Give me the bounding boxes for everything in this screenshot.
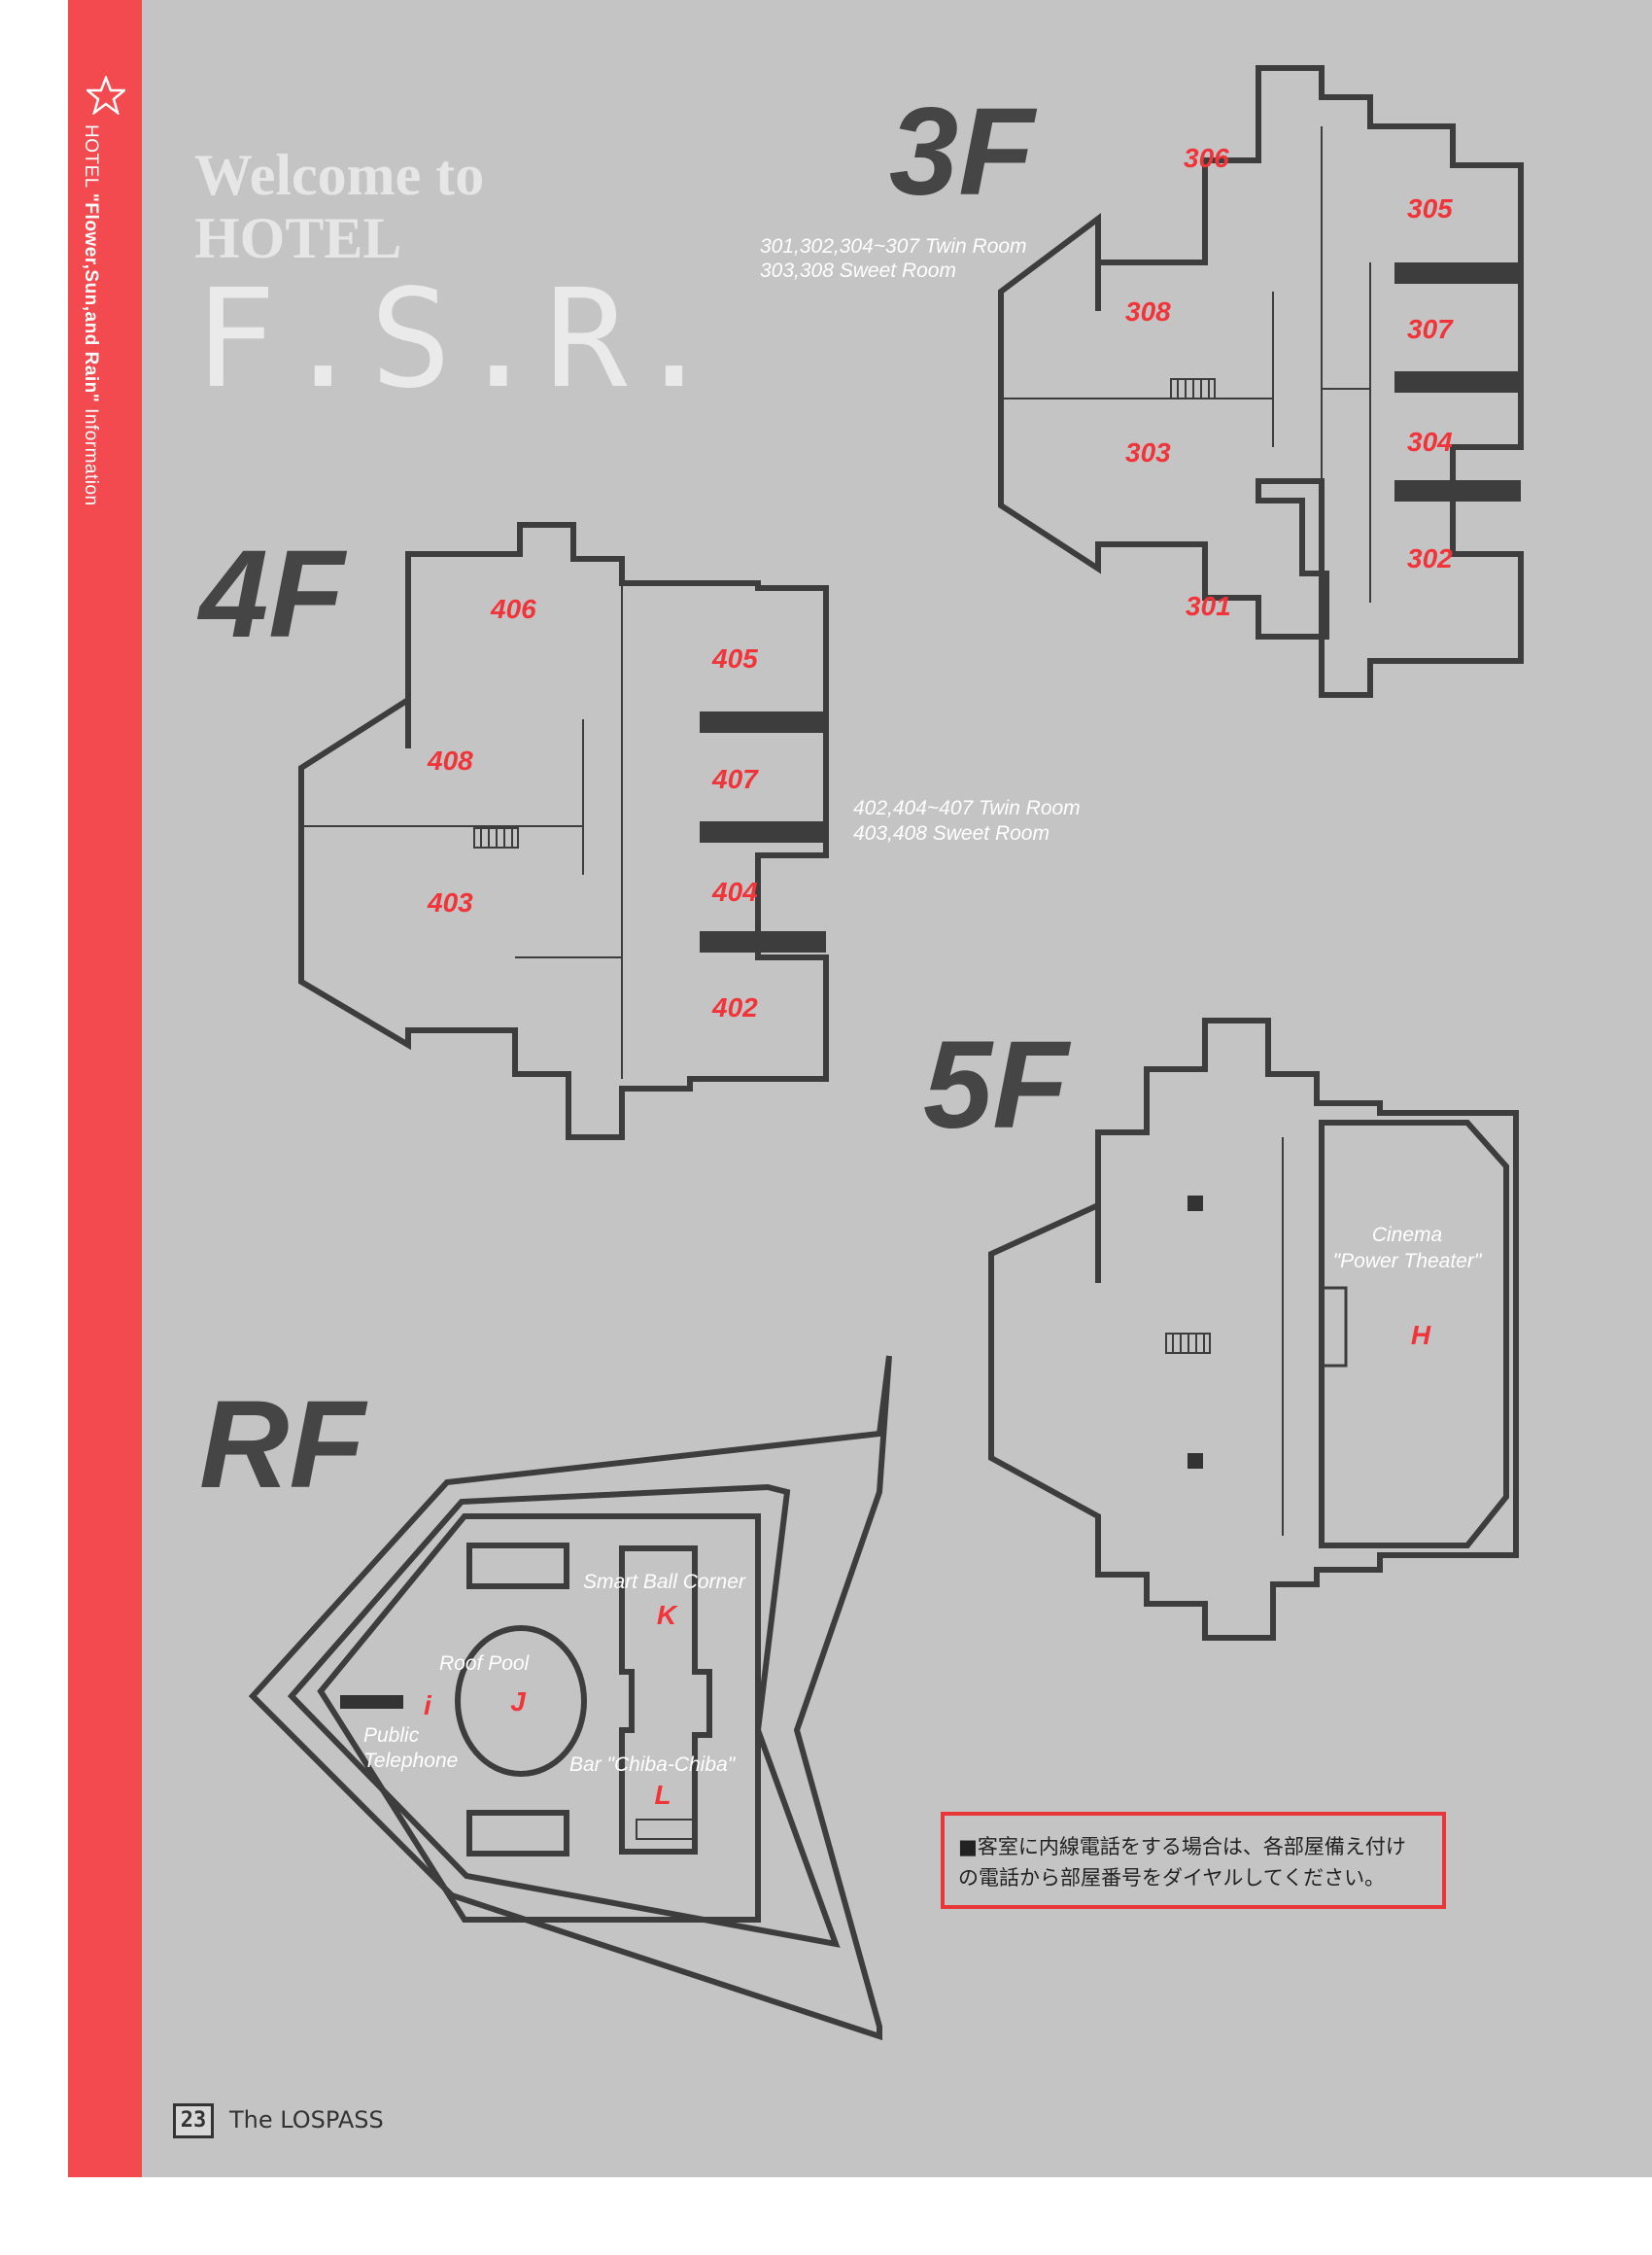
floor-5f-label: 5F xyxy=(923,1016,1071,1155)
room-303: 303 xyxy=(1125,437,1171,468)
roof-pool xyxy=(455,1625,587,1777)
room-308: 308 xyxy=(1125,296,1171,327)
title-welcome: Welcome to xyxy=(194,143,485,207)
floor-5f-plan: 5F Cinema "Power Theater" H xyxy=(923,1016,1519,1641)
theater-pillar xyxy=(1320,1286,1348,1368)
sidebar-caption: HOTEL "Flower,Sun,and Rain" Information xyxy=(81,124,101,506)
room-408: 408 xyxy=(427,746,473,776)
public-label: Public xyxy=(363,1724,420,1747)
floor-3f-label: 3F xyxy=(889,83,1037,222)
room-405: 405 xyxy=(711,643,758,674)
smart-ball-label: Smart Ball Corner xyxy=(583,1571,746,1593)
dividers-4f xyxy=(700,711,826,953)
floor-rf-label: RF xyxy=(199,1375,367,1514)
room-307: 307 xyxy=(1407,314,1454,344)
marker-i: i xyxy=(424,1690,432,1720)
floor-4f-plan: 4F 406 405 408 407 403 404 402 402,404~4… xyxy=(196,522,1081,1140)
page-number: 23 xyxy=(173,2103,214,2138)
divider xyxy=(700,931,826,953)
room-304: 304 xyxy=(1407,427,1453,457)
marker-l: L xyxy=(654,1780,671,1810)
room-404: 404 xyxy=(711,877,758,907)
room-406: 406 xyxy=(490,594,536,624)
rf-bench xyxy=(466,1543,569,1589)
stairs-icon xyxy=(473,827,519,849)
marker-h: H xyxy=(1411,1320,1431,1350)
room-403: 403 xyxy=(427,887,473,918)
rf-bench xyxy=(466,1810,569,1856)
bar-counter xyxy=(636,1819,696,1840)
floor-4f-label: 4F xyxy=(196,525,347,664)
roof-pool-label: Roof Pool xyxy=(439,1652,531,1675)
marker-k: K xyxy=(657,1600,678,1630)
notice-line-1: ■客室に内線電話をする場合は、各部屋備え付け xyxy=(958,1835,1406,1858)
divider xyxy=(700,821,826,843)
public-telephone-icon xyxy=(340,1695,403,1709)
room-407: 407 xyxy=(711,764,759,794)
room-402: 402 xyxy=(711,992,758,1023)
publication-title: The LOSPASS xyxy=(229,2106,384,2134)
floor-3f-note-twin: 301,302,304~307 Twin Room xyxy=(760,235,1027,258)
floor-3f-note-sweet: 303,308 Sweet Room xyxy=(760,260,956,282)
cinema-label: Cinema xyxy=(1372,1224,1442,1246)
stairs-icon xyxy=(1165,1333,1211,1354)
room-306: 306 xyxy=(1184,143,1229,173)
floor-4f-note-sweet: 403,408 Sweet Room xyxy=(853,822,1050,845)
pillar xyxy=(1187,1453,1203,1469)
divider xyxy=(700,711,826,733)
bar-label: Bar "Chiba-Chiba" xyxy=(569,1753,737,1776)
notice-line-2: の電話から部屋番号をダイヤルしてください。 xyxy=(958,1866,1386,1890)
room-301: 301 xyxy=(1186,591,1231,621)
title-hotel: HOTEL xyxy=(194,206,402,270)
divider xyxy=(1394,371,1521,393)
floor-rf-plan: RF Smart Ball Corner K Roof Pool J i Pub… xyxy=(199,1355,892,2041)
cinema-name: "Power Theater" xyxy=(1333,1250,1483,1272)
phone-notice: ■客室に内線電話をする場合は、各部屋備え付け の電話から部屋番号をダイヤルしてく… xyxy=(941,1812,1446,1909)
stairs-icon xyxy=(1170,378,1216,399)
sidebar-strip: HOTEL "Flower,Sun,and Rain" Information xyxy=(68,0,142,2177)
dividers-3f xyxy=(1001,262,1521,603)
title-fsr-logo: F.S.R. xyxy=(194,260,721,419)
divider xyxy=(1394,480,1521,502)
floor-3f-plan: 3F 306 305 308 307 303 304 302 301 301,3… xyxy=(760,65,1524,698)
pillar xyxy=(1187,1196,1203,1211)
telephone-label: Telephone xyxy=(363,1750,458,1772)
star-icon xyxy=(86,76,125,115)
divider xyxy=(1394,262,1521,284)
floor-4f-note-twin: 402,404~407 Twin Room xyxy=(853,797,1081,819)
room-305: 305 xyxy=(1407,193,1453,224)
marker-j: J xyxy=(510,1686,527,1717)
room-302: 302 xyxy=(1407,543,1453,573)
